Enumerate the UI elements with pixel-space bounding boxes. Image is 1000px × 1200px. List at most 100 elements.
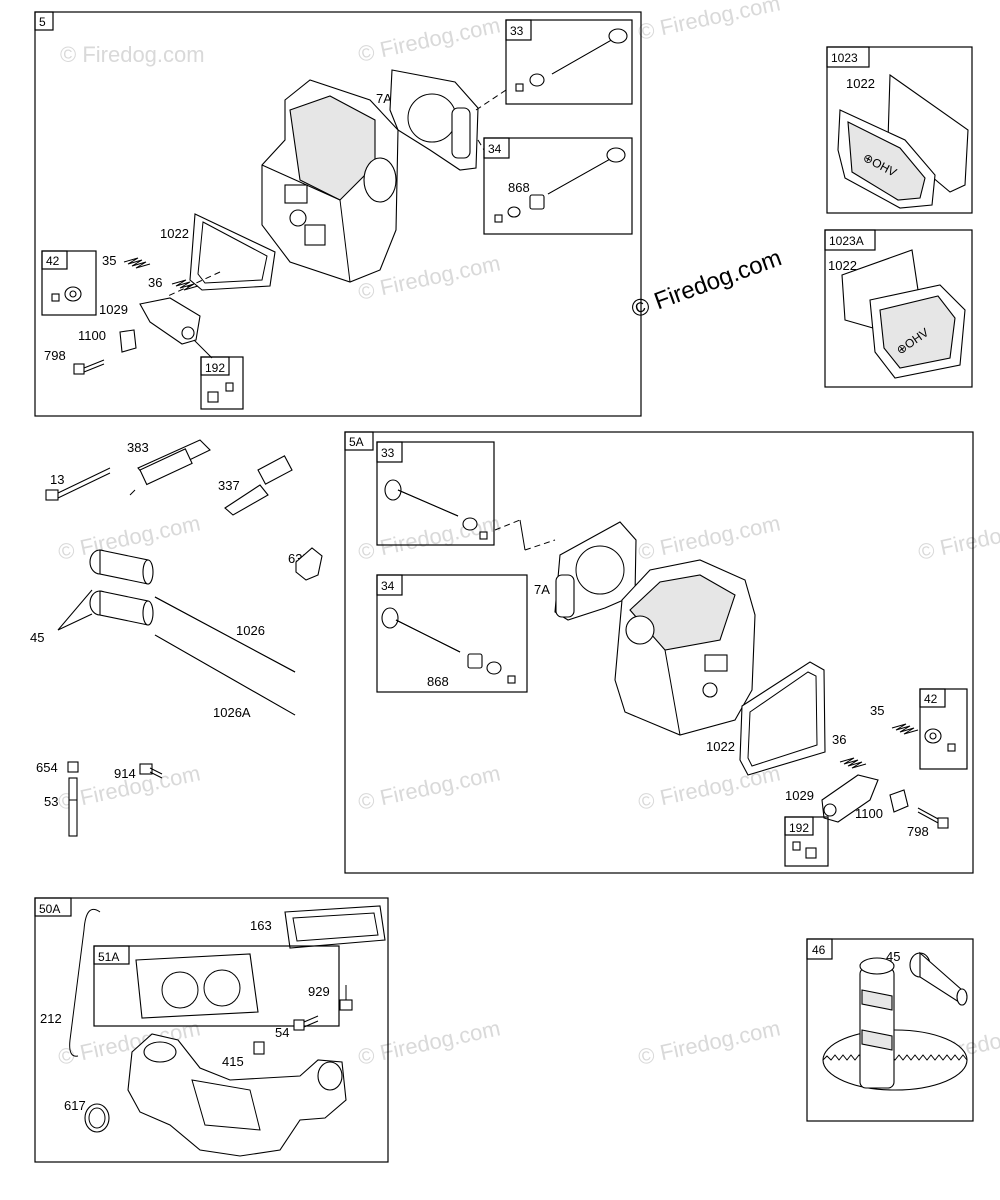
cylinder-head-icon	[614, 559, 756, 736]
group-5a-tag: 5A	[349, 435, 364, 449]
seal-ring-icon	[84, 1103, 110, 1133]
cover-gasket-icon	[739, 661, 826, 776]
watermark: © Firedog.com	[636, 0, 783, 45]
label-35: 35	[102, 253, 116, 268]
valve-cover-icon: ⊕OHV	[837, 73, 969, 209]
group-5a: 5A 33 34 868 7A	[344, 431, 974, 874]
label-1022: 1022	[160, 226, 189, 241]
label-798: 798	[907, 824, 929, 839]
screw-icon	[339, 985, 353, 1011]
rocker-arm-icon	[139, 297, 201, 345]
group-46-tag: 46	[812, 943, 826, 957]
exhaust-manifold-icon	[127, 1033, 347, 1157]
group-1023a: 1023A 1022 ⊕OHV	[824, 229, 973, 388]
rocker-arm-icon	[821, 774, 879, 823]
label-45: 45	[30, 630, 44, 645]
group-50a-tag: 50A	[39, 902, 60, 916]
group-46: 46 45	[806, 938, 974, 1122]
valve-lifter-icon	[909, 951, 968, 1006]
group-1023-tag: 1023	[831, 51, 858, 65]
sub-34-tag-box	[376, 574, 403, 596]
label-212: 212	[40, 1011, 62, 1026]
sub-42-tag-box	[41, 250, 68, 270]
label-7a: 7A	[376, 91, 392, 106]
sub-33-frame	[376, 441, 495, 546]
sub-42-tag: 42	[46, 254, 60, 268]
guide-plate-icon	[889, 789, 909, 813]
watermark: © Firedog.com	[356, 1015, 503, 1070]
intake-valve-icon	[515, 28, 628, 92]
label-798: 798	[44, 348, 66, 363]
label-1022: 1022	[706, 739, 735, 754]
label-929: 929	[308, 984, 330, 999]
exhaust-valve-icon	[381, 607, 516, 684]
sub-34-tag: 34	[488, 142, 502, 156]
label-7a: 7A	[534, 582, 550, 597]
valve-lifter-icon	[89, 590, 154, 626]
label-914: 914	[114, 766, 136, 781]
sub-33-tag-box	[505, 19, 532, 41]
group-5-tag: 5	[39, 15, 46, 29]
group-50a-tag-box	[34, 897, 72, 917]
rocker-stud-washer-icon	[924, 728, 956, 752]
nut-icon	[67, 761, 79, 773]
watermark: © Firedog.com	[916, 510, 1000, 565]
rocker-stud-washer-icon	[51, 286, 82, 302]
label-1029: 1029	[99, 302, 128, 317]
rocker-nut-icon	[207, 382, 234, 403]
valve-spring-icon	[839, 757, 867, 769]
sub-192-tag: 192	[205, 361, 225, 375]
sub-33-tag: 33	[510, 24, 524, 38]
sub-192-tag-box	[784, 816, 814, 836]
watermark: © Firedog.com	[60, 42, 205, 67]
label-617: 617	[64, 1098, 86, 1113]
group-46-frame	[806, 938, 974, 1122]
sub-51a-tag: 51A	[98, 950, 119, 964]
muffler-gasket-icon	[284, 905, 386, 949]
label-1026: 1026	[236, 623, 265, 638]
exhaust-valve-icon	[494, 147, 626, 223]
sub-51a-frame	[93, 945, 340, 1027]
valve-cover-icon: ⊕OHV	[841, 249, 966, 379]
group-1023a-tag: 1023A	[829, 234, 864, 248]
label-36: 36	[148, 275, 162, 290]
label-383: 383	[127, 440, 149, 455]
cylinder-head-icon	[261, 79, 399, 283]
group-5-frame	[34, 11, 642, 417]
label-1029: 1029	[785, 788, 814, 803]
group-50a-frame	[34, 897, 389, 1163]
group-50a: 50A 163 51A 929 212 54	[34, 897, 389, 1163]
label-1100: 1100	[855, 806, 883, 821]
label-654: 654	[36, 760, 58, 775]
sub-34-tag: 34	[381, 579, 395, 593]
group-5: 5 33 34 868 7A	[34, 11, 642, 417]
group-1023-label: 1022	[846, 76, 875, 91]
sub-42-tag-box	[919, 688, 946, 708]
group-5a-tag-box	[344, 431, 374, 451]
sub-33-tag-box	[376, 441, 403, 463]
group-1023a-tag-box	[824, 229, 876, 251]
label-163: 163	[250, 918, 272, 933]
elbow-fitting-icon	[295, 547, 323, 581]
sub-34-frame	[376, 574, 528, 693]
label-13: 13	[50, 472, 64, 487]
sub-34-tag-box	[483, 137, 510, 159]
head-gasket-icon	[389, 69, 507, 171]
sub-42-frame	[41, 250, 97, 316]
watermark: © Firedog.com	[356, 12, 503, 67]
group-1023a-frame	[824, 229, 973, 388]
valve-lifter-icon	[89, 549, 154, 585]
group-1023-frame	[826, 46, 973, 214]
label-1026a: 1026A	[213, 705, 251, 720]
sub-51a-tag-box	[93, 945, 130, 965]
exhaust-gasket-icon	[135, 953, 259, 1019]
bolt-icon	[917, 807, 949, 829]
screw-icon	[139, 763, 163, 779]
breather-tube-icon	[129, 439, 211, 496]
watermark: © Firedog.com	[356, 760, 503, 815]
group-1023-tag-box	[826, 46, 870, 68]
stud-icon	[68, 777, 78, 837]
heat-shield-rod-icon	[69, 908, 101, 1057]
valve-spring-icon	[891, 723, 919, 735]
